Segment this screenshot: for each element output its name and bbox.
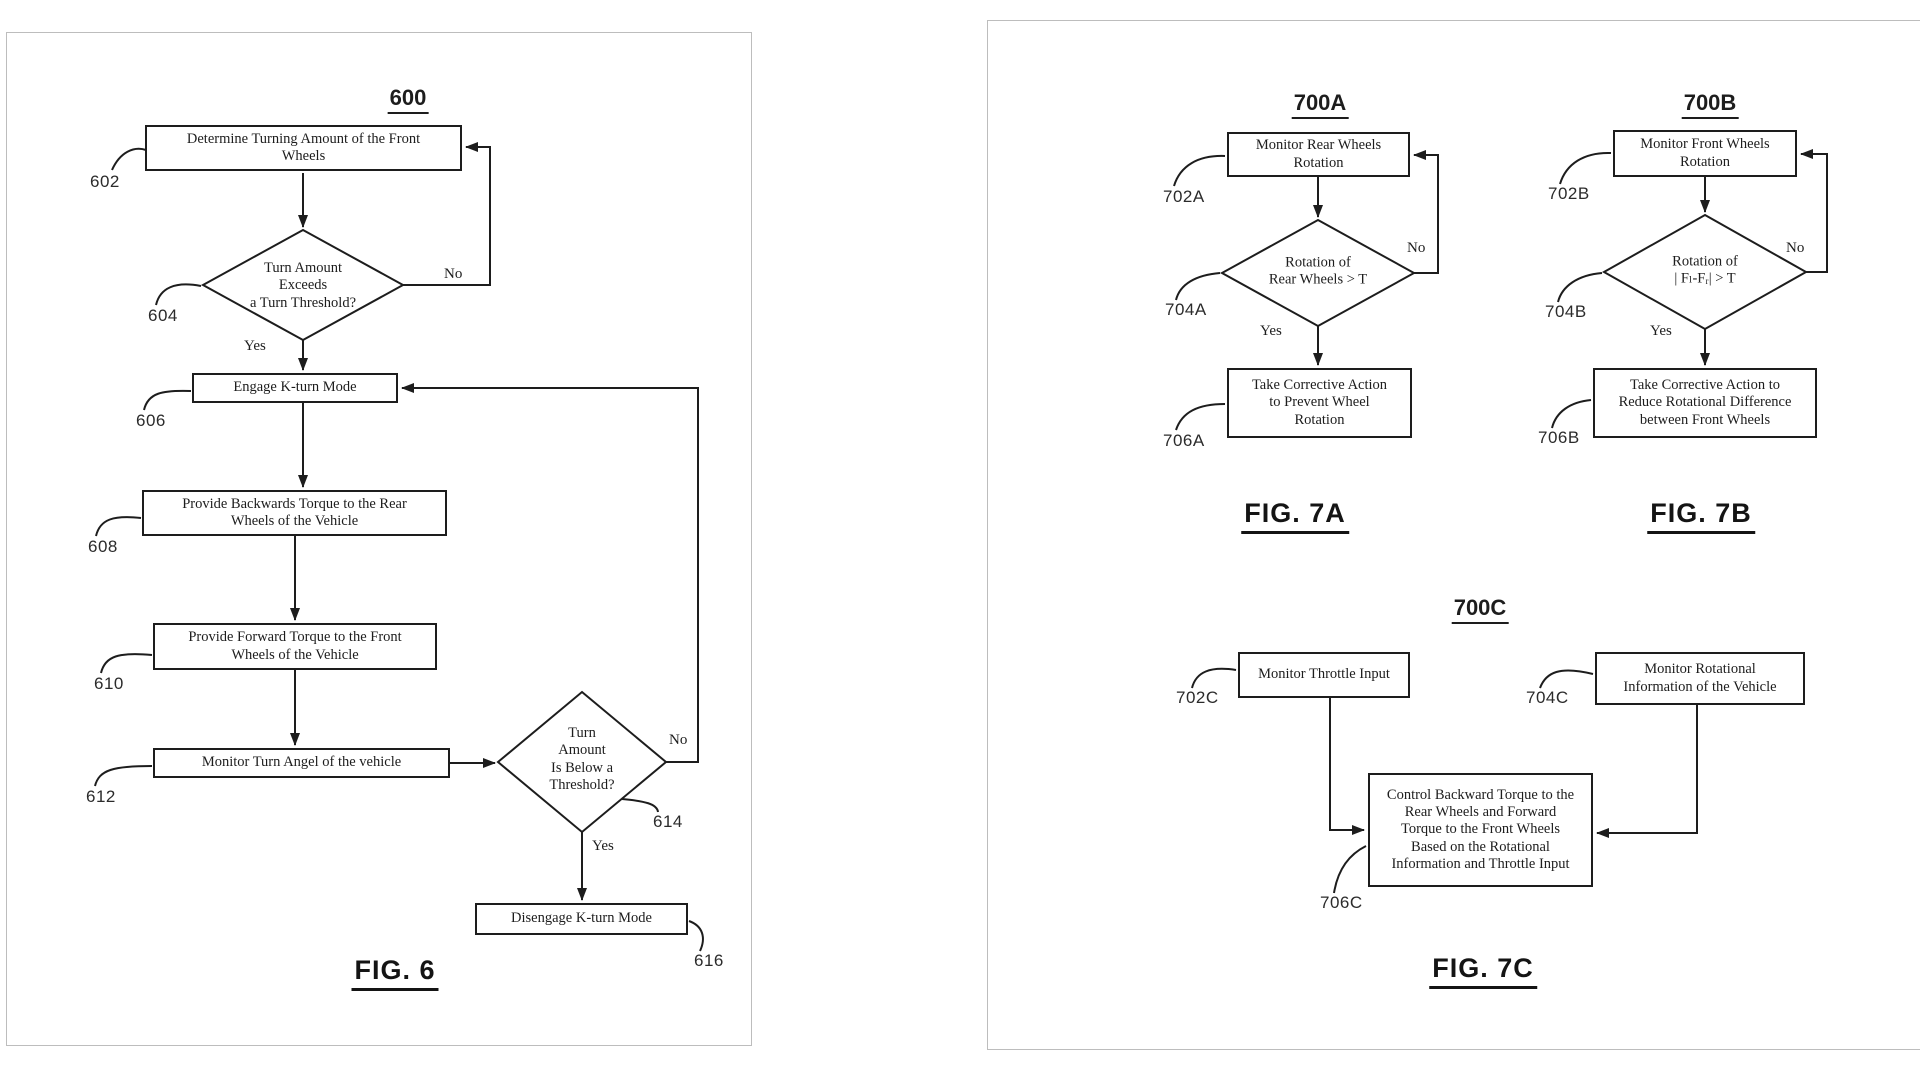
edge-label-yes-704b: Yes [1650,323,1672,339]
decision-704a-text: Rotation of Rear Wheels > T [1268,254,1368,288]
ref-label-614: 614 [653,812,683,831]
ref-label-704b: 704B [1545,302,1587,321]
process-box-702a: Monitor Rear Wheels Rotation [1227,132,1410,177]
ref-label-706b: 706B [1538,428,1580,447]
process-box-602: Determine Turning Amount of the Front Wh… [145,125,462,171]
decision-604-text: Turn Amount Exceeds a Turn Threshold? [249,259,357,311]
edge-label-yes-704a: Yes [1260,323,1282,339]
figure-title-7c: FIG. 7C [1429,953,1537,989]
ref-label-616: 616 [694,951,724,970]
diagram-number-600: 600 [387,85,429,114]
ref-label-706c: 706C [1320,893,1363,912]
process-box-610: Provide Forward Torque to the Front Whee… [153,623,437,670]
ref-label-702a: 702A [1163,187,1205,206]
decision-704b-text: Rotation of | Fₗ-Fᵣ| > T [1672,253,1738,287]
process-box-704c: Monitor Rotational Information of the Ve… [1595,652,1805,705]
process-box-706c: Control Backward Torque to the Rear Whee… [1368,773,1593,887]
ref-label-702c: 702C [1176,688,1219,707]
process-box-606: Engage K-turn Mode [192,373,398,403]
process-box-702b: Monitor Front Wheels Rotation [1613,130,1797,177]
edge-label-no-614: No [669,732,688,748]
figure-title-7a: FIG. 7A [1241,498,1349,534]
edge-label-no-704a: No [1407,240,1426,256]
figure-title-7b: FIG. 7B [1647,498,1755,534]
process-box-702c: Monitor Throttle Input [1238,652,1410,698]
edge-label-no-704b: No [1786,240,1805,256]
ref-label-612: 612 [86,787,116,806]
figure-title-6: FIG. 6 [351,955,439,991]
ref-label-704a: 704A [1165,300,1207,319]
diagram-number-700b: 700B [1681,90,1739,119]
edge-label-yes-614: Yes [592,838,614,854]
process-box-612: Monitor Turn Angel of the vehicle [153,748,450,778]
ref-label-604: 604 [148,306,178,325]
ref-label-606: 606 [136,411,166,430]
process-box-616: Disengage K-turn Mode [475,903,688,935]
ref-label-610: 610 [94,674,124,693]
process-box-608: Provide Backwards Torque to the Rear Whe… [142,490,447,536]
edge-label-no-604: No [444,266,463,282]
diagram-number-700c: 700C [1451,595,1509,624]
ref-label-706a: 706A [1163,431,1205,450]
ref-label-704c: 704C [1526,688,1569,707]
process-box-706a: Take Corrective Action to Prevent Wheel … [1227,368,1412,438]
ref-label-702b: 702B [1548,184,1590,203]
process-box-706b: Take Corrective Action to Reduce Rotatio… [1593,368,1817,438]
edge-label-yes-604: Yes [244,338,266,354]
decision-614-text: Turn Amount Is Below a Threshold? [549,725,615,794]
ref-label-602: 602 [90,172,120,191]
ref-label-608: 608 [88,537,118,556]
diagram-number-700a: 700A [1291,90,1349,119]
